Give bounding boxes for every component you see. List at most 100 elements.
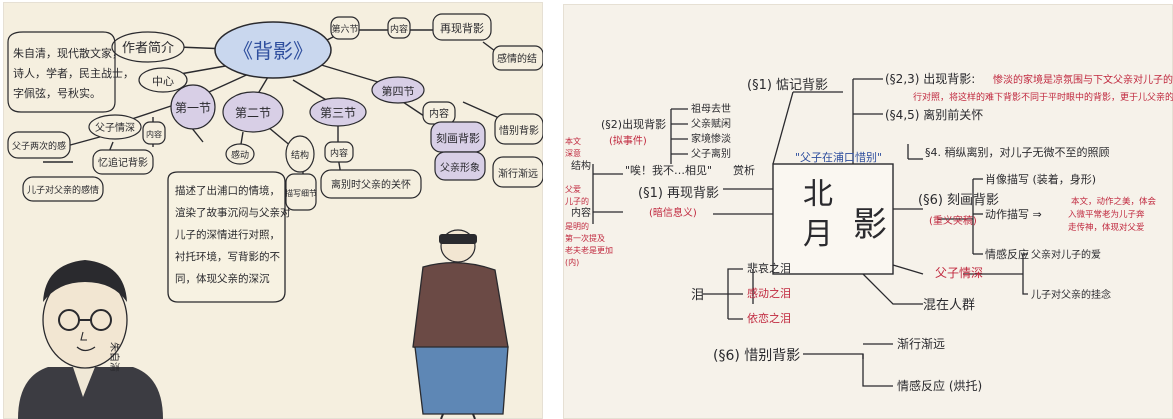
n8-red-1: 本文，动作之美，体会 [1071,196,1157,207]
side-red-7: 老夫老是更加 [565,245,613,255]
n4-item-3: 家境惨淡 [691,132,731,145]
branch-left-1: 父子情深 [95,121,135,134]
love-item-1: 父亲对儿子的爱 [1031,248,1101,261]
n8-red-3: 走传神，体现对父爱 [1068,222,1145,233]
writer-portrait [18,260,163,419]
sec-c7-box [492,45,543,71]
center-node: 中心 [152,75,174,88]
n8-sub: (重义突稿) [929,214,977,227]
n10-item-1: 渐行渐远 [897,337,945,351]
para3-c-box [324,141,354,163]
love-item-2: 儿子对父亲的挂念 [1031,288,1111,301]
center-node-oval [138,67,188,93]
sec-c6-label: 再现背影 [440,21,484,35]
para3-b-node [225,143,255,165]
para2-label: 第二节 [235,106,271,120]
n4-item-4: 父子离别 [691,147,731,160]
mindmap-photo-left: 《背影》 作者简介 朱自清，现代散文家， 诗人，学者，民主战士， 字佩弦，号秋实… [3,2,543,419]
right-5-label: 渐行渐远 [498,167,538,180]
n3-label: (§4,5) 离别前关怀 [885,107,983,122]
branch-left-3: 内容 [146,129,162,139]
side-red-4: 儿子的 [565,196,589,206]
n8-item-3: 情感反应 [985,247,1029,261]
para2-node [222,91,284,133]
right-4-box [494,113,543,145]
author-box [7,31,116,113]
n1-label: (§1) 惦记背影 [747,78,828,93]
love-label: 父子情深 [935,266,983,280]
mindmap-right-drawing: 北 月 影 (§1) 惦记背影 (§2,3) 出现背影: 惨淡的家境是凉氛围与下… [565,72,1173,393]
branch-left-3-box [142,121,166,145]
n6-label: "唉！我不…相见" [625,164,712,177]
sec-c4-box [330,16,360,40]
side-label-2: 内容 [571,206,591,219]
para1-label: 第一节 [175,101,211,115]
tears-label: 泪 [691,288,704,303]
connector-lines [592,78,1028,387]
signature: 朱自清 [108,342,121,372]
side-red-3: 父爱 [565,185,581,194]
sec-c4-label: 第六节 [331,23,358,35]
right-5-box [492,156,543,188]
para3-node [309,97,367,127]
author-line-3: 字佩弦，号秋实。 [13,86,101,100]
author-label: 作者简介 [122,40,174,56]
branch-left-2: 父子两次的感 [12,140,66,152]
n8-label: (§6) 刻画背影 [918,193,999,208]
para3-label: 第三节 [320,106,356,120]
n10-label: (§6) 惜别背影 [713,348,800,364]
n2-label: (§2,3) 出现背影: [885,72,975,86]
sec-c7-label: 感情的结 [497,52,537,65]
n4-sub: (拟事件) [609,134,647,147]
n10-item-2: 情感反应 (烘托) [897,378,982,393]
para3-e-box [320,169,422,199]
father-figure [412,229,509,419]
para3-d-label: 描写细节 [285,188,317,198]
sec-c6-box [432,13,492,41]
author-label-oval [111,31,185,63]
side-label-1: 结构 [571,159,591,172]
para3-b-label: 感动 [231,149,249,161]
branch-left-1-oval [88,114,142,140]
branch-left-5: 儿子对父亲的感情 [27,184,99,196]
center-title: 《背影》 [233,39,313,63]
branch-left-4-box [92,149,154,175]
n6-sub: 赏析 [733,163,755,177]
center-cloud [214,21,332,79]
story-line-2: 渲染了故事沉闷与父亲对 [175,206,291,219]
center-char-right: 影 [853,205,887,245]
n8-item-1: 肖像描写 (装着，身形) [985,172,1096,186]
quote-center: "父子在浦口惜别" [795,150,882,164]
para3-d-box [285,173,317,211]
right-3-label: 父亲形象 [440,161,480,174]
n4-item-2: 父亲赋闲 [691,117,731,130]
story-line-5: 同，体现父亲的深沉 [175,272,270,285]
tears-item-1: 悲哀之泪 [747,261,791,275]
n8-red-2: 入微平常老为儿子奔 [1068,209,1145,220]
right-4-label: 惜别背影 [499,124,539,137]
story-line-3: 儿子的深情进行对照， [175,228,280,241]
n7-sub: (暗信息义) [649,206,697,219]
n9-label: 混在人群 [923,298,975,313]
sec-c5-label: 内容 [390,23,408,35]
side-red-2: 深意 [565,148,581,158]
story-line-1: 描述了出浦口的情境， [175,184,280,197]
tears-item-3: 依恋之泪 [747,311,791,325]
para3-a-node [285,135,315,173]
side-red-6: 第一次提及 [565,233,605,243]
n2-text: 惨淡的家境是凉氛围与下文父亲对儿子的爱 [993,73,1173,86]
author-line-2: 诗人，学者，民主战士， [13,66,134,80]
para1-node [170,84,216,130]
para3-e-label: 离别时父亲的关怀 [331,178,411,191]
branch-left-4: 忆追记背影 [98,156,148,169]
story-line-4: 衬托环境，写背影的不 [175,250,280,263]
mindmap-left-drawing: 《背影》 作者简介 朱自清，现代散文家， 诗人，学者，民主战士， 字佩弦，号秋实… [7,13,543,419]
center-char-top: 北 [803,177,833,212]
right-3-box [434,151,486,181]
tears-item-2: 感动之泪 [747,286,791,300]
right-1-label: 内容 [429,107,449,120]
n2-text2: 行对照，将这样的难下背影不同于平时眼中的背影，更于儿父亲的平 [913,91,1173,103]
para3-c-label: 内容 [330,147,348,159]
sec-c5-box [387,17,411,39]
side-red-8: (内) [565,257,579,267]
